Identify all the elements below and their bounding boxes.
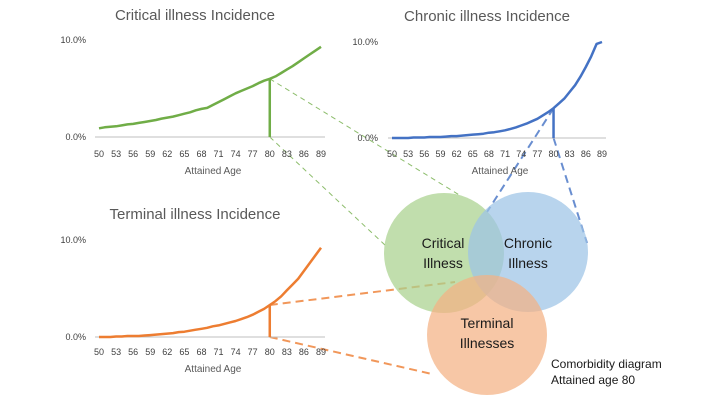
chronic-y-tick-label: 0.0%	[357, 133, 378, 143]
venn-diagram: Critical Illness Chronic Illness Termina…	[384, 192, 662, 395]
terminal-illness-circle	[427, 275, 547, 395]
chronic-incidence-line	[392, 40, 603, 140]
critical-x-axis-label: Attained Age	[185, 166, 242, 177]
critical-x-tick-label: 50	[94, 149, 104, 159]
critical-x-tick-label: 86	[299, 149, 309, 159]
chronic-x-tick-label: 53	[403, 149, 413, 159]
critical-x-tick-label: 62	[162, 149, 172, 159]
critical-illness-chart: Critical illness Incidence 0.0% 10.0% 50 53 5…	[60, 7, 326, 177]
critical-label-line2: Illness	[423, 255, 463, 271]
caption-line1: Comorbidity diagram	[551, 357, 662, 371]
critical-x-tick-label: 89	[316, 149, 326, 159]
chronic-label-line2: Illness	[508, 255, 548, 271]
chronic-chart-title: Chronic illness Incidence	[404, 8, 570, 25]
terminal-x-tick-label: 68	[196, 347, 206, 357]
critical-x-tick-label: 53	[111, 149, 121, 159]
chronic-label-line1: Chronic	[504, 235, 552, 251]
terminal-chart-title: Terminal illness Incidence	[110, 206, 281, 223]
terminal-x-tick-label: 74	[231, 347, 241, 357]
terminal-x-tick-label: 62	[162, 347, 172, 357]
critical-label-line1: Critical	[422, 235, 465, 251]
critical-incidence-line	[98, 45, 322, 130]
chronic-y-tick-label: 10.0%	[352, 37, 378, 47]
terminal-label-line2: Illnesses	[460, 335, 514, 351]
critical-chart-title: Critical illness Incidence	[115, 7, 275, 24]
terminal-y-tick-label: 0.0%	[65, 332, 86, 342]
critical-y-tick-label: 0.0%	[65, 132, 86, 142]
terminal-x-tick-label: 65	[179, 347, 189, 357]
terminal-x-tick-label: 53	[111, 347, 121, 357]
chronic-connector-upper	[486, 107, 555, 213]
terminal-x-tick-label: 59	[145, 347, 155, 357]
critical-x-tick-label: 68	[196, 149, 206, 159]
chronic-x-tick-label: 62	[452, 149, 462, 159]
terminal-x-tick-label: 83	[282, 347, 292, 357]
critical-connector-upper	[269, 78, 462, 197]
terminal-connector-lower	[269, 336, 433, 375]
chronic-x-tick-label: 71	[500, 149, 510, 159]
critical-x-tick-label: 83	[282, 149, 292, 159]
critical-x-tick-label: 74	[231, 149, 241, 159]
terminal-x-tick-label: 56	[128, 347, 138, 357]
chronic-x-axis-label: Attained Age	[472, 166, 529, 177]
chronic-x-tick-label: 50	[387, 149, 397, 159]
critical-x-tick-label: 80	[265, 149, 275, 159]
terminal-x-tick-label: 71	[214, 347, 224, 357]
critical-x-tick-label: 65	[179, 149, 189, 159]
chronic-illness-chart: Chronic illness Incidence 0.0% 10.0% 50 53 56…	[352, 8, 607, 177]
critical-x-tick-label: 71	[214, 149, 224, 159]
terminal-incidence-line	[99, 247, 323, 339]
terminal-x-tick-label: 89	[316, 347, 326, 357]
chronic-x-tick-label: 65	[468, 149, 478, 159]
terminal-y-tick-label: 10.0%	[60, 235, 86, 245]
chronic-x-tick-label: 89	[597, 149, 607, 159]
terminal-x-axis-label: Attained Age	[185, 364, 242, 375]
caption-line2: Attained age 80	[551, 373, 635, 387]
terminal-x-tick-label: 50	[94, 347, 104, 357]
chronic-x-tick-label: 59	[435, 149, 445, 159]
chronic-x-tick-label: 86	[581, 149, 591, 159]
terminal-x-tick-label: 80	[265, 347, 275, 357]
critical-x-tick-label: 77	[248, 149, 258, 159]
terminal-label-line1: Terminal	[461, 315, 514, 331]
chronic-x-tick-label: 68	[484, 149, 494, 159]
chronic-x-tick-label: 74	[516, 149, 526, 159]
critical-y-tick-label: 10.0%	[60, 35, 86, 45]
chronic-x-tick-label: 83	[565, 149, 575, 159]
terminal-connector-upper	[269, 281, 456, 306]
critical-x-tick-label: 59	[145, 149, 155, 159]
terminal-x-tick-label: 77	[248, 347, 258, 357]
chronic-x-tick-label: 80	[549, 149, 559, 159]
terminal-illness-chart: Terminal illness Incidence 0.0% 10.0% 50 53 5…	[60, 206, 326, 375]
chronic-x-tick-label: 56	[419, 149, 429, 159]
terminal-x-tick-label: 86	[299, 347, 309, 357]
chronic-x-tick-label: 77	[532, 149, 542, 159]
critical-x-tick-label: 56	[128, 149, 138, 159]
